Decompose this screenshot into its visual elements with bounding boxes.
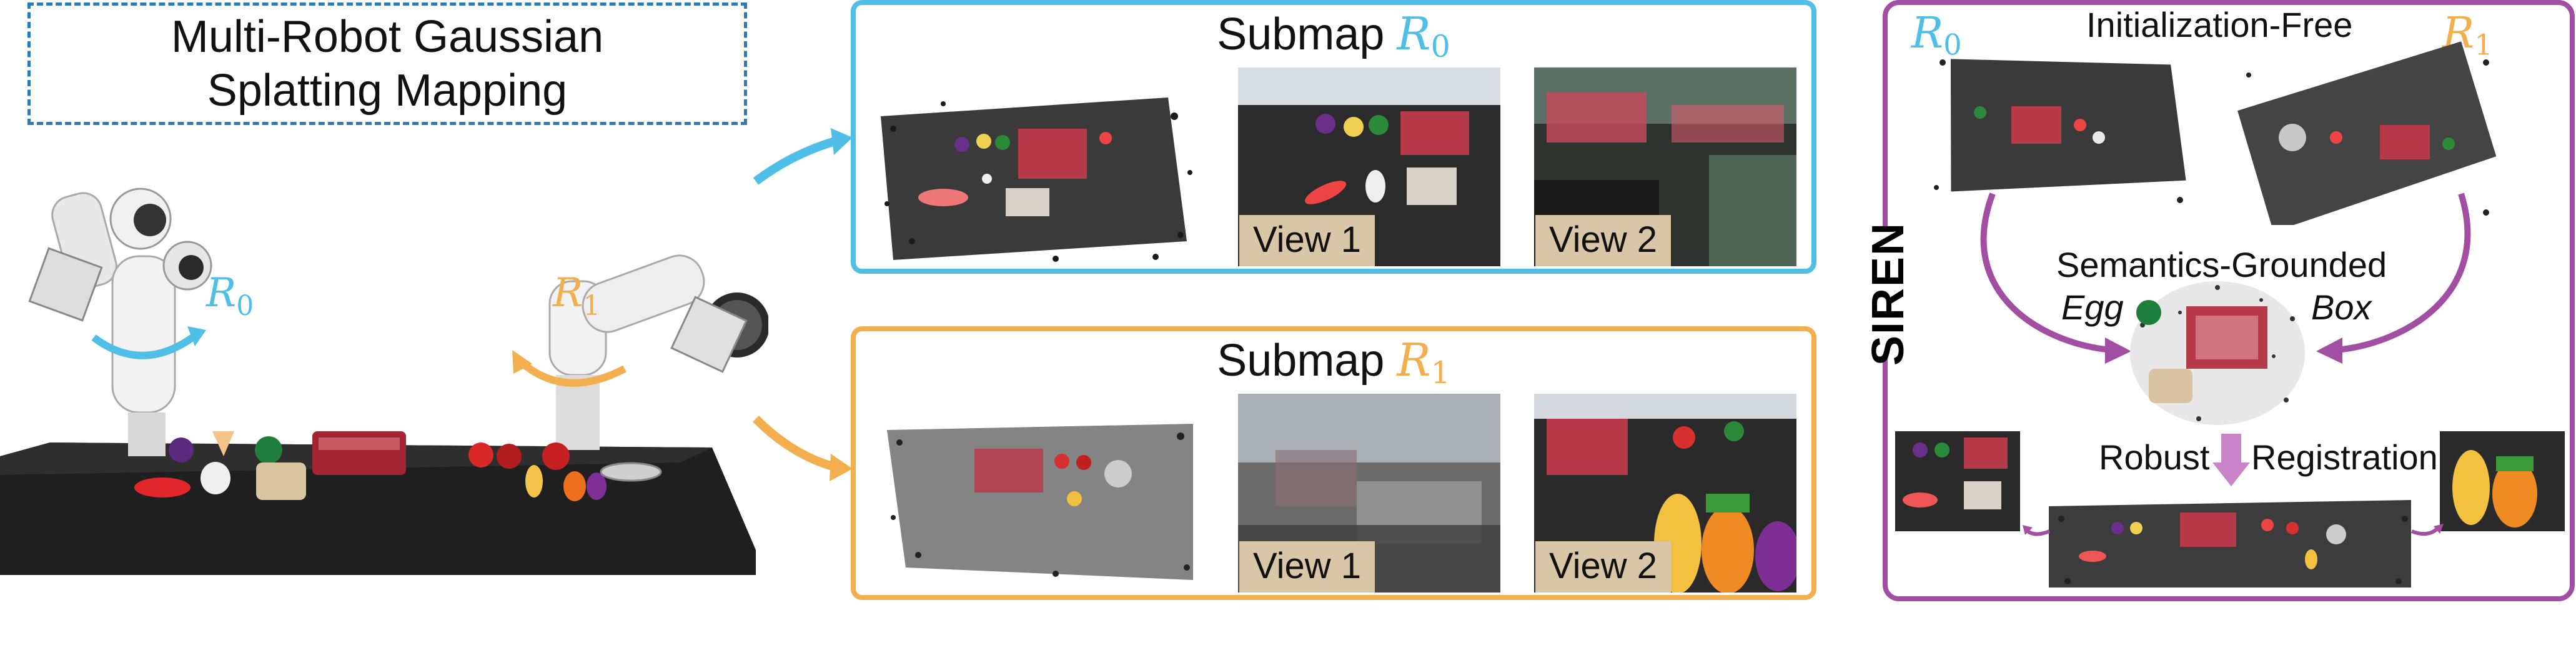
- merge-arrow-right: [2336, 192, 2471, 353]
- submap-r0-view1: View 1: [1238, 68, 1500, 266]
- registration-down-arrow: [2212, 434, 2250, 486]
- merge-arrow-left: [1980, 192, 2112, 353]
- r0-rotation-arrow: [91, 331, 199, 359]
- egg-label: Egg: [2061, 288, 2124, 327]
- table-objects: [134, 431, 662, 501]
- submap-r1-view2-label: View 2: [1535, 541, 1672, 592]
- submap-r1-view1: View 1: [1238, 394, 1500, 592]
- semantic-merged-cloud: [2130, 281, 2305, 425]
- robust-label: Robust: [2099, 438, 2210, 477]
- registration-right-view: [2440, 431, 2565, 531]
- scene-to-submap-arrows: [753, 128, 853, 481]
- r0-label: R0: [206, 270, 254, 322]
- semantics-grounded-label: Semantics-Grounded: [2056, 245, 2387, 284]
- submap-r0-panel: Submap R0 View 1: [851, 0, 1816, 274]
- robot-r0: [28, 188, 212, 456]
- submap-r1-symbol: R1: [1397, 334, 1450, 391]
- siren-label-box: SIREN: [1848, 222, 1929, 366]
- arrow-to-right-view: [2410, 524, 2444, 536]
- r1-arrow-head: [512, 350, 532, 374]
- registration-label: Registration: [2251, 438, 2438, 477]
- submap-r1-title-text: Submap: [1217, 336, 1385, 386]
- submap-r0-symbol: R0: [1397, 8, 1450, 65]
- submap-r0-title: Submap R0: [856, 6, 1811, 74]
- merge-arrow-left-head: [2105, 338, 2131, 364]
- title-box: Multi-Robot Gaussian Splatting Mapping: [27, 2, 747, 125]
- siren-r0-label: R0: [1911, 9, 1962, 62]
- robot-scene-image: R0 R1: [0, 188, 768, 575]
- submap-r1-view2: View 2: [1534, 394, 1796, 592]
- registered-global-map: [2049, 500, 2411, 588]
- submap-r1-pointcloud: [887, 424, 1193, 580]
- submap-r0-view2: View 2: [1534, 68, 1796, 266]
- submap-r1-view1-label: View 1: [1239, 541, 1375, 592]
- submap-r0-pointcloud: [881, 98, 1192, 262]
- submap-r0-view1-label: View 1: [1239, 215, 1375, 266]
- arrow-to-submap-r0-head: [831, 128, 853, 155]
- r1-rotation-arrow: [519, 359, 627, 387]
- initialization-free-label: Initialization-Free: [2086, 5, 2353, 44]
- r1-label: R1: [552, 270, 600, 322]
- robot-r1: [548, 254, 768, 450]
- merge-arrow-right-head: [2316, 338, 2342, 364]
- arrow-to-submap-r1-head: [830, 454, 853, 481]
- submap-r0-title-text: Submap: [1217, 9, 1385, 59]
- registration-left-view: [1895, 431, 2020, 531]
- siren-input-r1-pointcloud: [2237, 41, 2497, 225]
- siren-merge-arrows: [1980, 192, 2471, 364]
- arrow-to-submap-r1: [753, 416, 838, 472]
- submap-r1-title: Submap R1: [856, 332, 1811, 401]
- title-line2: Splatting Mapping: [207, 66, 568, 116]
- siren-input-r0-pointcloud: [1934, 59, 2186, 203]
- box-label: Box: [2311, 288, 2372, 327]
- arrow-to-left-view: [2023, 525, 2051, 536]
- siren-label: SIREN: [1863, 221, 1914, 366]
- arrow-to-submap-r0: [753, 136, 838, 185]
- submap-r1-panel: Submap R1 View 1: [851, 326, 1816, 600]
- title-text: Multi-Robot Gaussian Splatting Mapping: [171, 10, 603, 118]
- r0-arrow-head: [187, 326, 206, 346]
- title-line1: Multi-Robot Gaussian: [171, 12, 604, 62]
- submap-r0-view2-label: View 2: [1535, 215, 1672, 266]
